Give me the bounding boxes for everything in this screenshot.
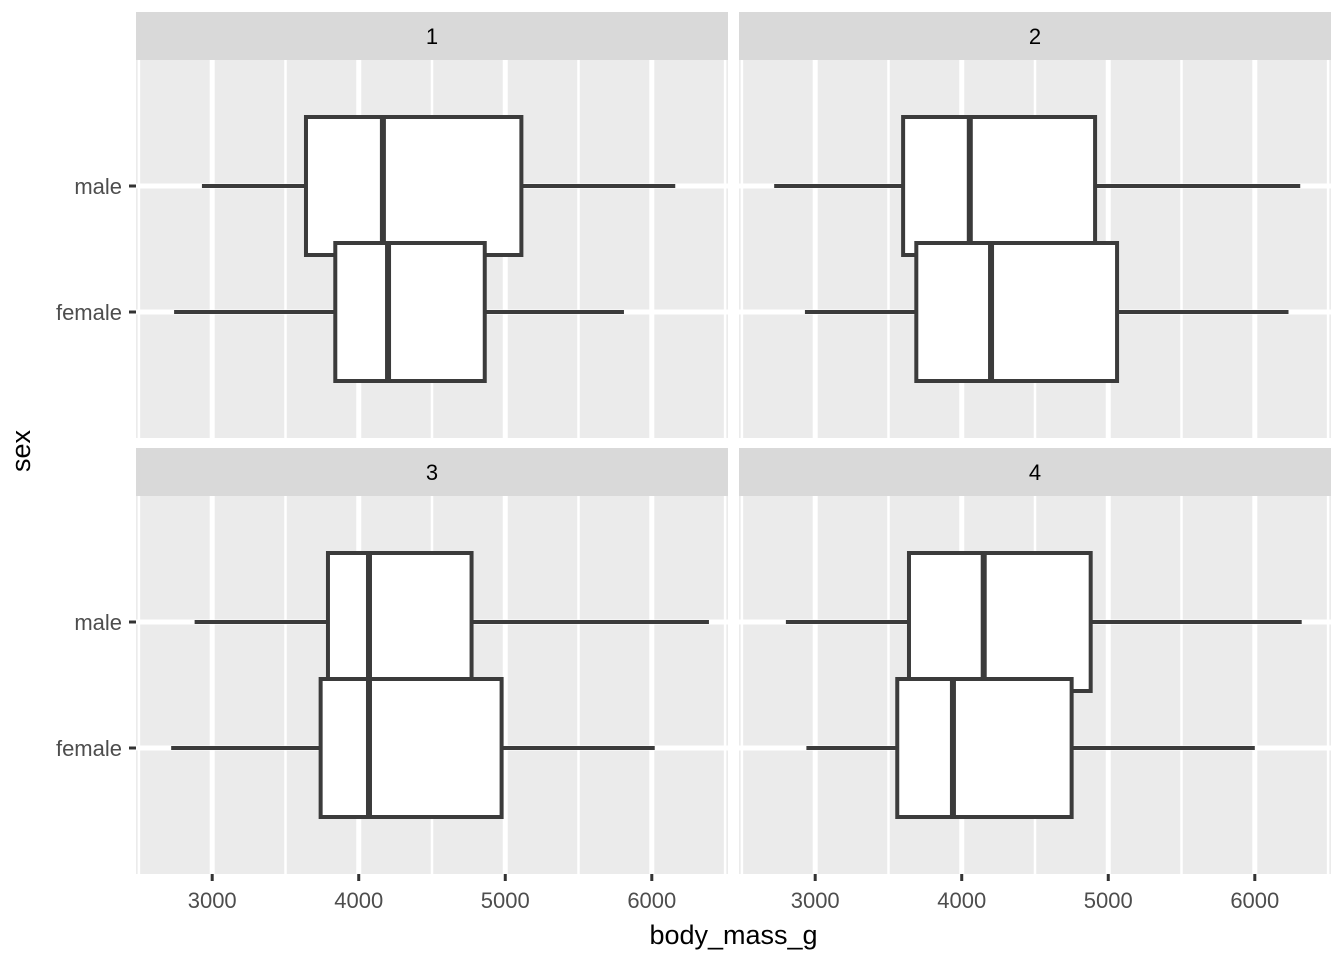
facet-strip-label: 3 (426, 460, 438, 485)
box-iqr (914, 241, 1120, 383)
box-iqr (906, 551, 1093, 693)
facet-strip-background (136, 448, 728, 496)
y-axis-tick-label: female (56, 736, 122, 761)
box-iqr (318, 677, 504, 819)
facet-strip-label: 4 (1029, 460, 1041, 485)
x-axis-tick-label: 3000 (791, 888, 840, 913)
box-iqr (901, 115, 1098, 257)
x-axis-tick-label: 5000 (481, 888, 530, 913)
boxplot-2-male (774, 115, 1301, 257)
y-axis-tick-label: female (56, 300, 122, 325)
box-iqr (325, 551, 474, 693)
facet-panel-4: 4 3000 4000 5000 6000 (739, 448, 1331, 913)
x-axis-tick-label: 3000 (188, 888, 237, 913)
facet-strip-background (136, 12, 728, 60)
y-axis-title: sex (6, 429, 36, 472)
boxplot-1-male (201, 115, 676, 257)
box-iqr (303, 115, 524, 257)
facet-strip-background (739, 12, 1331, 60)
x-axis-tick-label: 4000 (334, 888, 383, 913)
y-axis-tick-label: male (74, 610, 122, 635)
facet-panel-2: 2 (739, 12, 1331, 438)
box-iqr (333, 241, 487, 383)
y-axis-tick-label: male (74, 174, 122, 199)
boxplot-2-female (804, 241, 1289, 383)
x-axis-tick-label: 6000 (1230, 888, 1279, 913)
x-axis-title: body_mass_g (649, 920, 817, 950)
boxplot-1-female (174, 241, 624, 383)
box-iqr (895, 677, 1074, 819)
facet-strip-label: 1 (426, 24, 438, 49)
boxplot-4-female (806, 677, 1255, 819)
facet-strip-background (739, 448, 1331, 496)
x-axis-tick-label: 5000 (1084, 888, 1133, 913)
boxplot-3-male (194, 551, 709, 693)
facet-panel-3: 3 3000 4000 5000 6000 female male (56, 448, 728, 913)
facet-panel-1: 1 female male (56, 12, 728, 438)
facet-strip-label: 2 (1029, 24, 1041, 49)
boxplot-4-male (785, 551, 1302, 693)
x-axis-tick-label: 4000 (937, 888, 986, 913)
x-axis-tick-label: 6000 (627, 888, 676, 913)
boxplot-3-female (171, 677, 655, 819)
